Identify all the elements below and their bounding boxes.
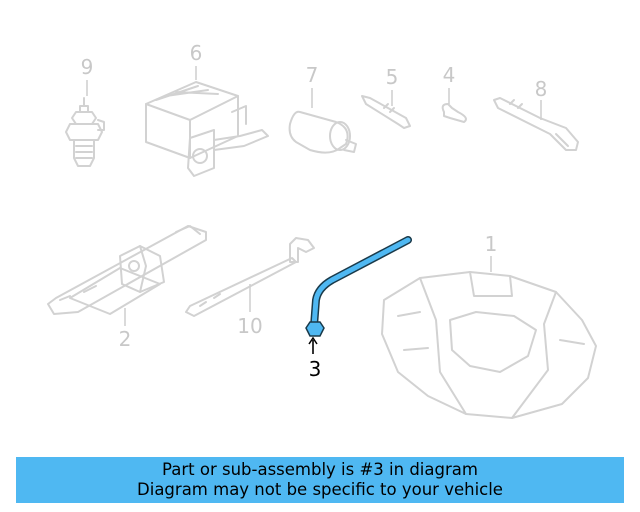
banner-line-2: Diagram may not be specific to your vehi… — [137, 480, 503, 499]
info-banner: Part or sub-assembly is #3 in diagram Di… — [16, 457, 624, 503]
callout-7[interactable]: 7 — [306, 63, 319, 87]
banner-line-1: Part or sub-assembly is #3 in diagram — [162, 460, 478, 479]
part-5 — [361, 95, 411, 129]
callout-10[interactable]: 10 — [237, 314, 262, 338]
part-8 — [493, 97, 579, 151]
part-2 — [47, 225, 207, 315]
part-10 — [185, 237, 315, 317]
callout-3[interactable]: 3 — [309, 357, 322, 381]
part-7 — [288, 110, 357, 154]
callout-8[interactable]: 8 — [535, 77, 548, 101]
part-1 — [381, 271, 597, 419]
arrowhead-3 — [308, 336, 318, 345]
callout-9[interactable]: 9 — [81, 55, 94, 79]
part-4 — [441, 103, 467, 123]
part-9 — [65, 97, 105, 167]
callout-2[interactable]: 2 — [119, 327, 132, 351]
callout-4[interactable]: 4 — [443, 63, 456, 87]
callout-5[interactable]: 5 — [386, 65, 399, 89]
callout-1[interactable]: 1 — [485, 232, 498, 256]
part-3-highlighted[interactable] — [305, 236, 412, 337]
part-6 — [145, 81, 269, 177]
callout-6[interactable]: 6 — [190, 41, 203, 65]
